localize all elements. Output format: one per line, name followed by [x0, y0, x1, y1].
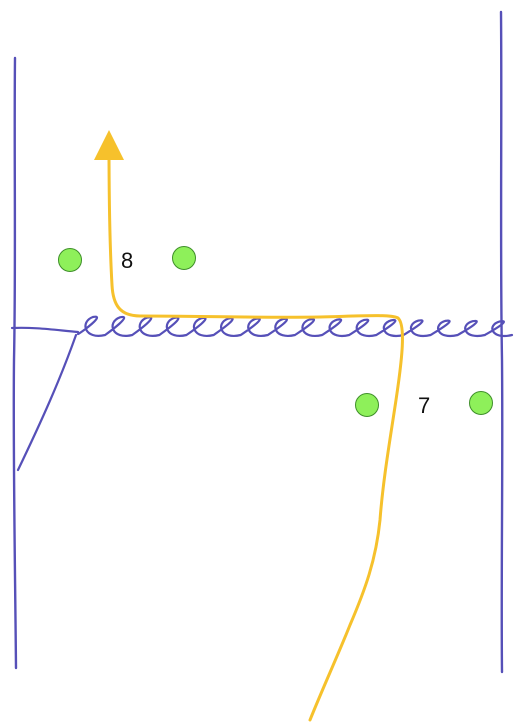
- coil-lead-line: [12, 328, 78, 332]
- label-upper-number: 8: [121, 248, 133, 273]
- right-wall-line: [501, 12, 502, 672]
- left-wall-line: [14, 58, 16, 668]
- marker-dot-upper-left: [59, 249, 82, 272]
- current-path-arrow: [109, 145, 402, 720]
- coil-spring: [78, 317, 512, 336]
- marker-dot-lower-right: [470, 392, 493, 415]
- marker-dot-upper-right: [173, 247, 196, 270]
- label-lower-number: 7: [418, 393, 430, 418]
- support-line: [18, 335, 76, 470]
- marker-dot-lower-left: [356, 394, 379, 417]
